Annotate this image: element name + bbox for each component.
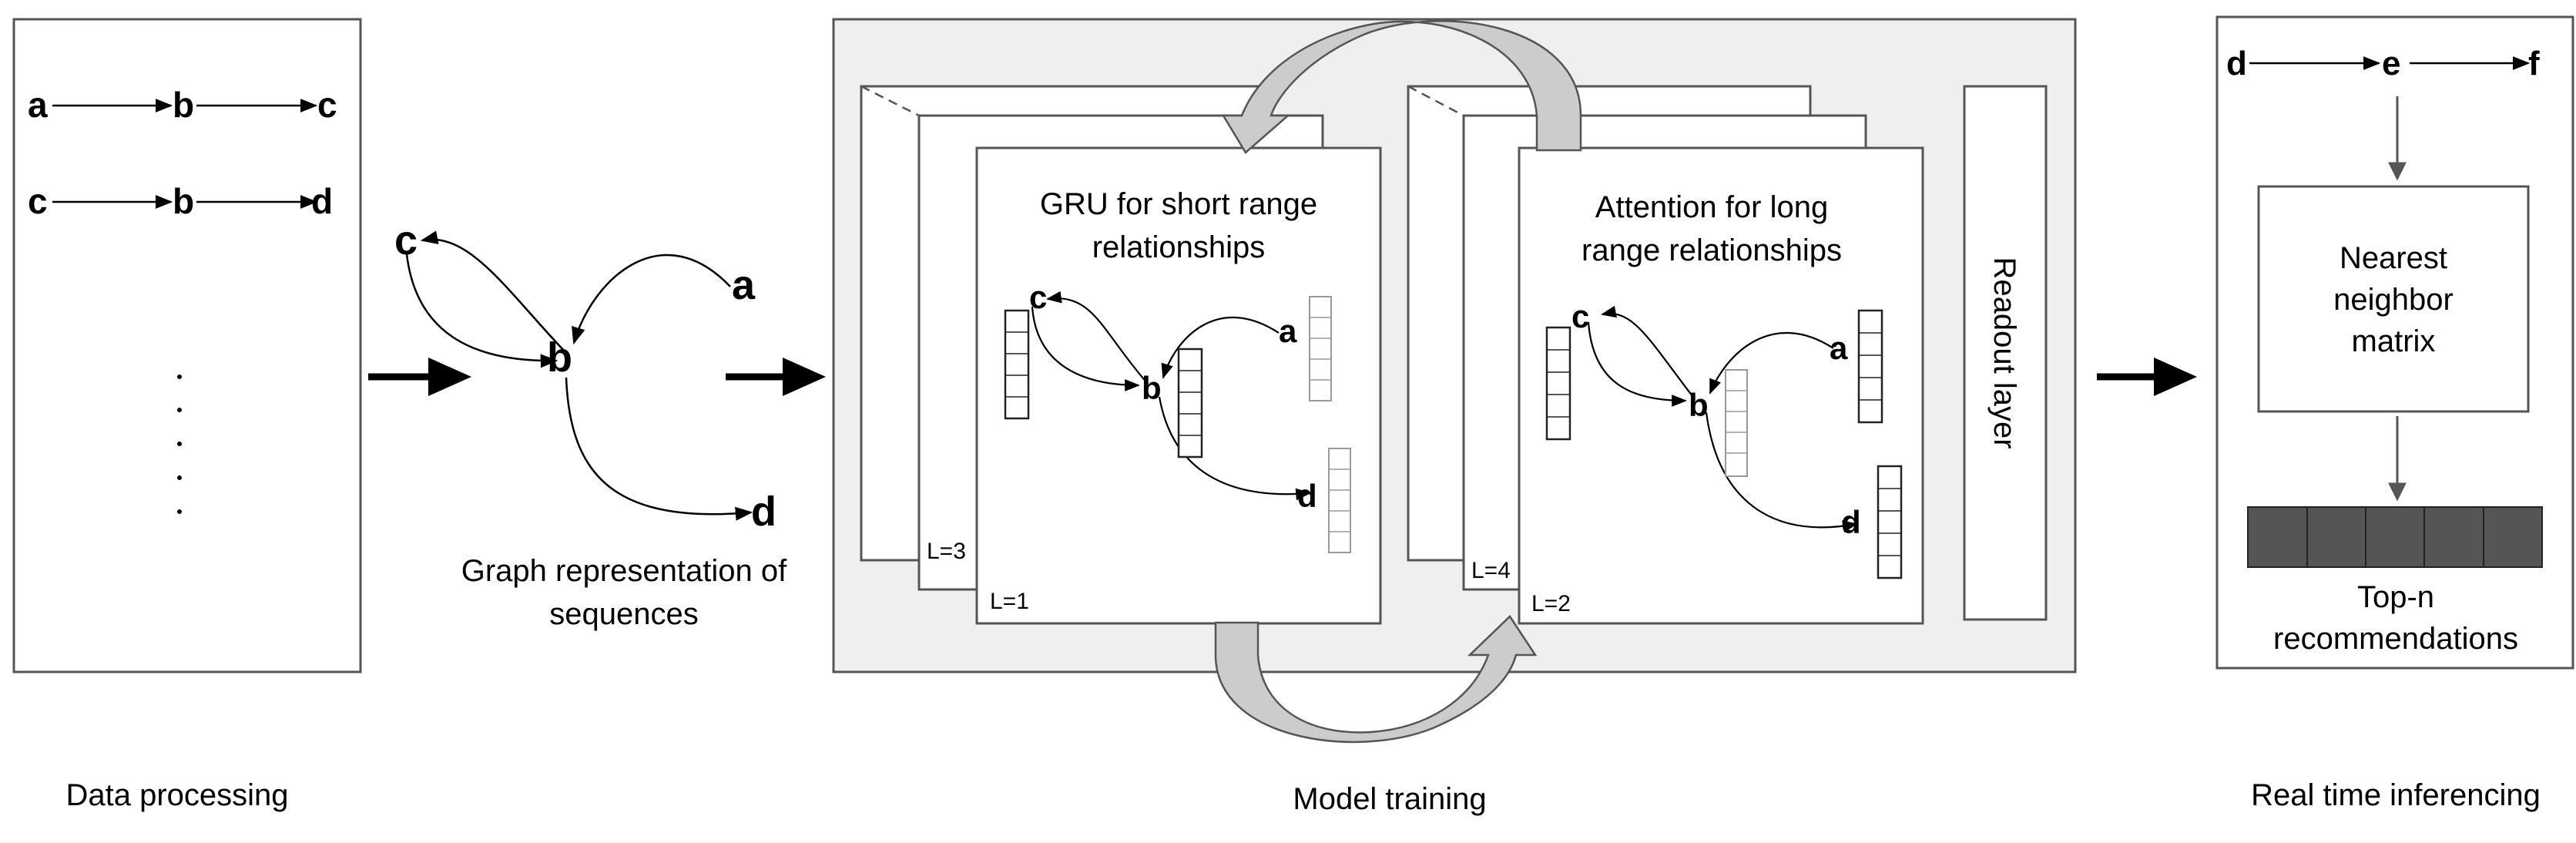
embedding-vector <box>1877 465 1903 579</box>
graph-caption-line2: sequences <box>549 597 698 631</box>
inference-node: d <box>2226 45 2247 82</box>
matrix-label: Nearest <box>2340 241 2447 275</box>
stage-label-data-processing: Data processing <box>65 778 288 812</box>
gru-title: GRU for short range <box>1040 187 1317 221</box>
flow-arrow-2 <box>726 358 826 396</box>
top-n-recommendations-bar <box>2247 506 2543 568</box>
recommendations-label: Top-n <box>2357 580 2434 614</box>
gru-title-line2: relationships <box>1092 230 1266 264</box>
attention-node-b: b <box>1689 387 1709 423</box>
stage-label-real-time-inferencing: Real time inferencing <box>2251 778 2541 812</box>
graph-node-d: d <box>751 489 776 535</box>
sequence-1: a b c <box>28 85 337 125</box>
embedding-vector <box>1857 309 1883 424</box>
attention-title-line2: range relationships <box>1581 233 1842 267</box>
attention-node-d: d <box>1841 504 1861 540</box>
inference-node: e <box>2382 45 2400 82</box>
gru-node-d: d <box>1297 478 1317 514</box>
embedding-vector <box>1177 348 1203 458</box>
gru-layer-label-front: L=1 <box>990 589 1029 614</box>
readout-label: Readout layer <box>1987 257 2021 448</box>
inference-node: f <box>2528 45 2540 82</box>
model-training-panel: L=3 L=1 GRU for short range relationship… <box>832 18 2077 744</box>
attention-node-a: a <box>1830 330 1848 366</box>
sequence-node: c <box>317 85 337 125</box>
ellipsis-dots <box>177 374 182 514</box>
sequence-node: b <box>173 85 194 125</box>
matrix-label-line3: matrix <box>2352 324 2436 358</box>
sequence-node: c <box>28 181 48 221</box>
graph-node-c: c <box>394 217 418 264</box>
nearest-neighbor-matrix: Nearest neighbor matrix <box>2257 185 2530 413</box>
sequence-node: b <box>173 181 194 221</box>
embedding-vector <box>1004 309 1030 420</box>
data-processing-panel: a b c c b d <box>12 18 362 673</box>
attention-stack: L=4 L=2 Attention for long range relatio… <box>1407 85 1924 625</box>
gru-node-b: b <box>1142 370 1162 406</box>
flow-arrow-1 <box>368 358 471 396</box>
attention-title: Attention for long <box>1595 190 1828 224</box>
gru-stack: L=3 L=1 GRU for short range relationship… <box>860 85 1382 625</box>
inference-panel: d e f Nearest neighbor matrix Top-n reco… <box>2215 15 2574 670</box>
curved-arrow-bottom <box>1214 615 1538 744</box>
stage-label-model-training: Model training <box>1293 782 1486 816</box>
gru-layer-label-back: L=3 <box>927 539 966 564</box>
attention-node-c: c <box>1571 298 1589 334</box>
matrix-label-line2: neighbor <box>2333 283 2454 317</box>
sequence-2: c b d <box>28 181 333 221</box>
embedding-vector <box>1309 296 1332 401</box>
graph-caption: Graph representation of <box>461 554 787 588</box>
embedding-vector <box>1725 369 1748 477</box>
recommendations-label-line2: recommendations <box>2273 622 2518 656</box>
gru-node-c: c <box>1029 279 1047 315</box>
attention-layer-label-front: L=2 <box>1531 591 1571 616</box>
embedding-vector <box>1545 326 1571 441</box>
curved-arrow-top <box>1221 20 1582 154</box>
sequence-node: a <box>28 85 48 125</box>
sequence-node: d <box>311 181 333 221</box>
inference-sequence: d e f <box>2226 45 2540 82</box>
gru-node-a: a <box>1279 313 1297 349</box>
graph-node-a: a <box>732 262 756 308</box>
graph-representation: c b a d Graph representation of sequence… <box>394 217 787 631</box>
readout-layer: Readout layer <box>1963 85 2048 621</box>
graph-node-b: b <box>547 334 572 381</box>
attention-layer-label-back: L=4 <box>1471 558 1511 583</box>
flow-arrow-3 <box>2097 358 2197 396</box>
embedding-vector <box>1328 448 1351 553</box>
